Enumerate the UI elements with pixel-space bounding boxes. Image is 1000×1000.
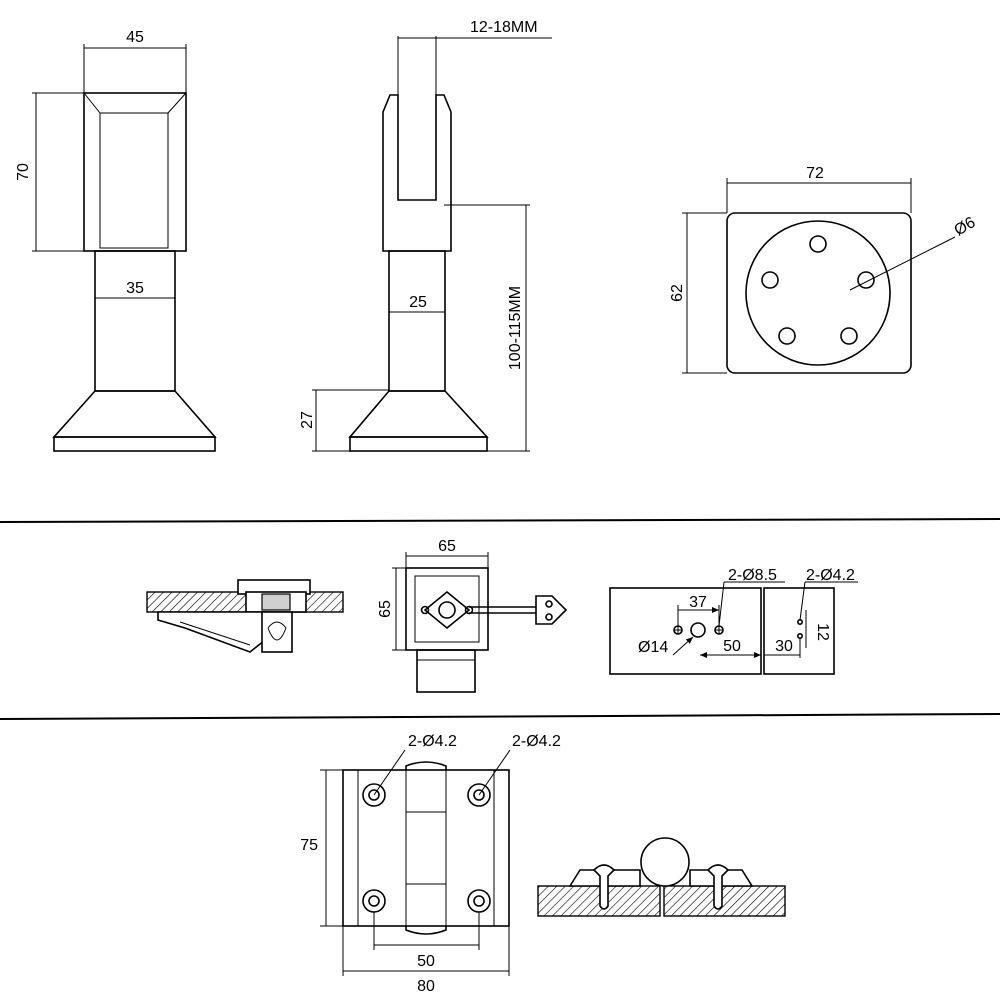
dim-outer-width: 80 [417, 978, 435, 995]
front-view-leg [312, 36, 552, 452]
dim-vertical: 12 [814, 623, 831, 641]
dim-center-hole: Ø14 [638, 639, 668, 656]
divider-bottom [0, 713, 1000, 720]
dim-tube-width: 25 [409, 294, 427, 311]
dim-holes-right: 2-Ø4.2 [512, 733, 561, 750]
dim-hole-dia: Ø6 [952, 214, 979, 239]
hinge-front-view [320, 749, 511, 976]
dim-offset-b: 30 [775, 638, 793, 655]
dim-hinge-height: 75 [300, 837, 318, 854]
dim-holes-small: 2-Ø4.2 [806, 567, 855, 584]
dim-total-range: 100-115MM [507, 286, 524, 370]
square-clamp-view [392, 552, 568, 693]
drill-template [609, 581, 858, 675]
dim-offset-a: 50 [723, 638, 741, 655]
base-plate-view [682, 178, 956, 374]
dim-plate-width: 72 [806, 165, 824, 182]
side-view-leg [32, 44, 217, 452]
dim-inner-width: 50 [417, 953, 435, 970]
dim-base-height: 27 [299, 411, 316, 429]
dim-width-tube: 35 [126, 280, 144, 297]
dim-holes-large: 2-Ø8.5 [728, 567, 777, 584]
clamp-section-view [146, 579, 344, 653]
hinge-section-view [537, 837, 786, 917]
dim-glass-range: 12-18MM [470, 19, 538, 36]
dim-plate-height: 62 [669, 284, 686, 302]
dim-square-width: 65 [438, 538, 456, 555]
dim-holes-left: 2-Ø4.2 [408, 733, 457, 750]
dim-spacing: 37 [689, 594, 707, 611]
dim-width-top: 45 [126, 29, 144, 46]
dim-height-top: 70 [15, 163, 32, 181]
divider-top [0, 518, 1000, 523]
dim-square-height: 65 [377, 600, 394, 618]
